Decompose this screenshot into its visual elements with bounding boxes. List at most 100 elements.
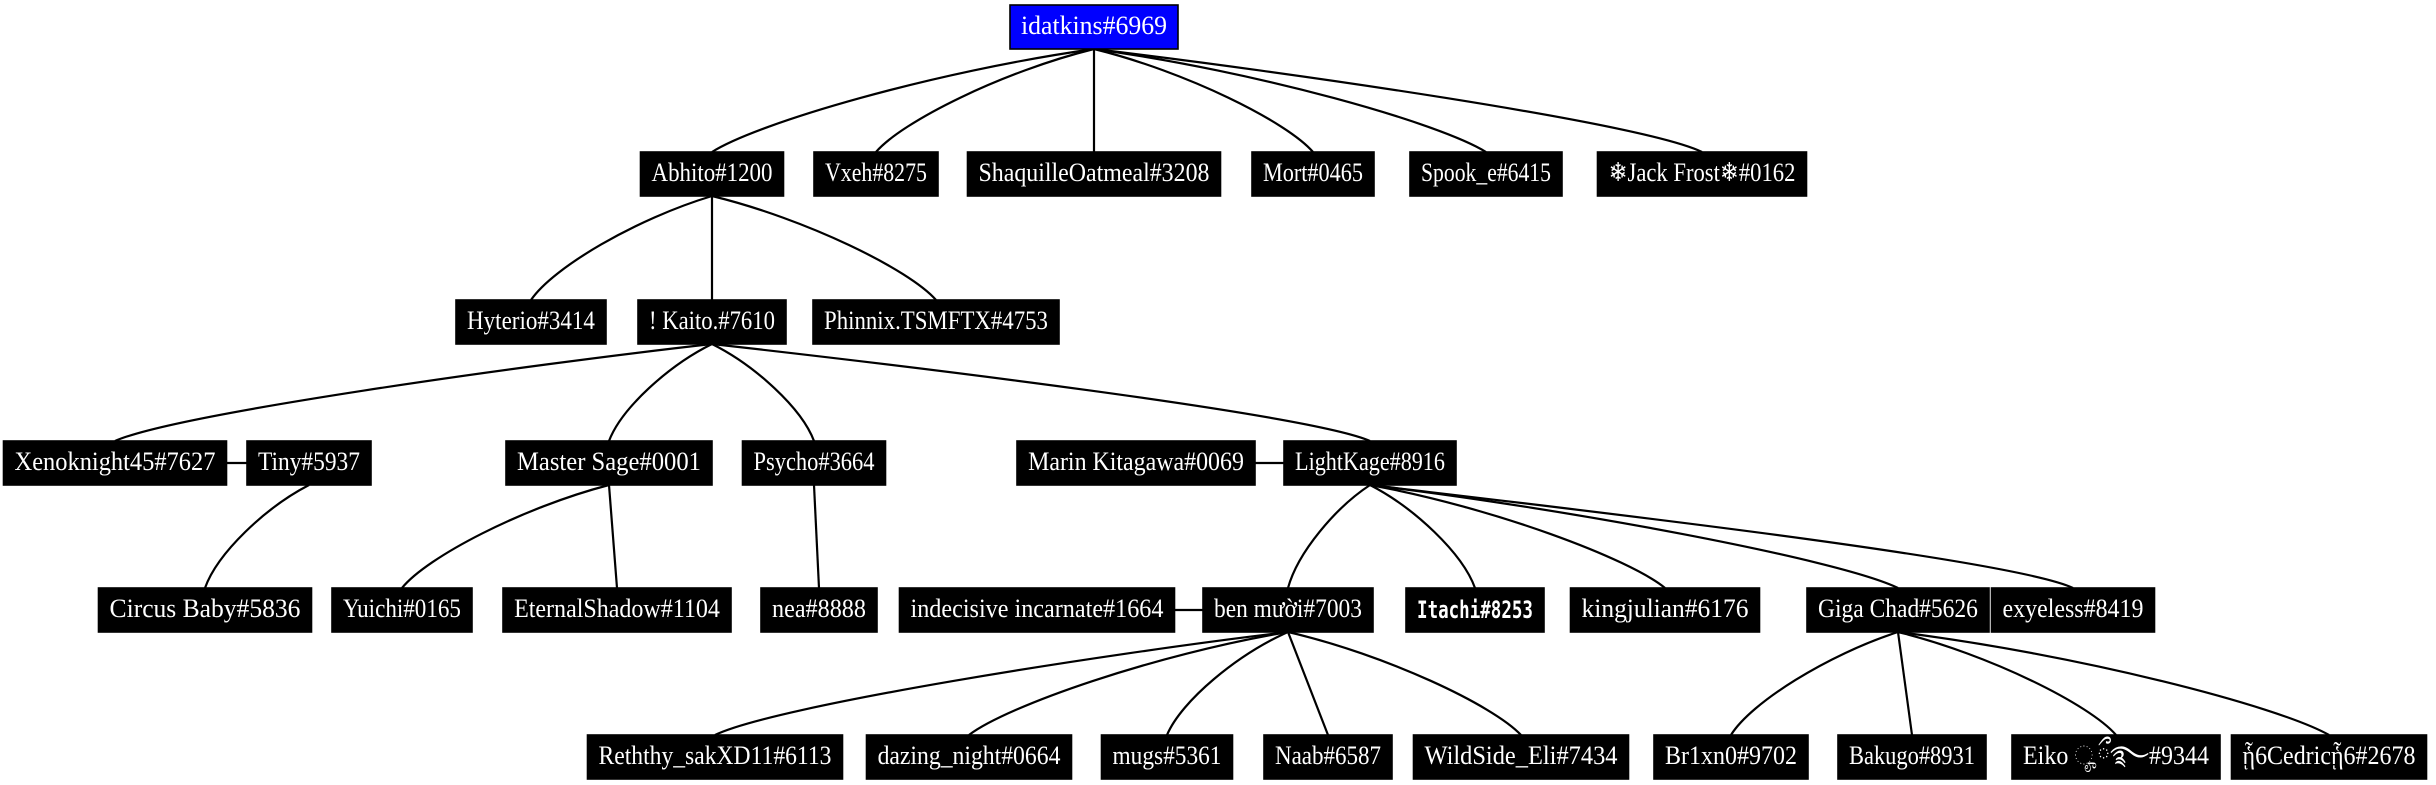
edge-lightkage-to-kingjulian [1369, 483, 1666, 589]
node-mastersage[interactable]: Master Sage#0001 [505, 440, 713, 486]
node-label-eternalshadow: EternalShadow#1104 [514, 595, 720, 623]
node-eternalshadow[interactable]: EternalShadow#1104 [502, 587, 732, 633]
edge-gigachad-to-bakugo [1896, 631, 1914, 736]
node-label-tiny: Tiny#5937 [258, 448, 360, 476]
node-yuichi[interactable]: Yuichi#0165 [331, 587, 473, 633]
node-label-yuichi: Yuichi#0165 [343, 595, 461, 624]
node-box-vxeh[interactable] [813, 151, 939, 197]
node-wildside[interactable]: WildSide_Eli#7434 [1412, 734, 1630, 780]
node-psycho[interactable]: Psycho#3664 [741, 440, 887, 486]
edge-idatkins-to-spook_e [1093, 47, 1487, 153]
node-benmuoi[interactable]: ben mười#7003 [1202, 587, 1374, 633]
node-box-gigachad[interactable] [1806, 587, 1990, 633]
node-label-xenoknight45: Xenoknight45#7627 [15, 448, 216, 476]
node-label-reththy: Reththy_sakXD11#6113 [599, 742, 832, 770]
node-kaito[interactable]: ! Kaito.#7610 [637, 299, 787, 345]
node-itachi[interactable]: Itachi#8253 [1405, 587, 1545, 633]
node-jackfrost[interactable]: ❄Jack Frost❄#0162 [1596, 151, 1808, 197]
edge-lightkage-to-benmuoi [1286, 484, 1371, 589]
node-box-mastersage[interactable] [505, 440, 713, 486]
node-dazing[interactable]: dazing_night#0664 [865, 734, 1073, 780]
node-naab[interactable]: Naab#6587 [1263, 734, 1393, 780]
node-label-kaito: ! Kaito.#7610 [649, 307, 775, 336]
node-box-spook_e[interactable] [1409, 151, 1563, 197]
node-box-cedric[interactable] [2230, 734, 2428, 780]
node-vxeh[interactable]: Vxeh#8275 [813, 151, 939, 197]
node-box-reththy[interactable] [586, 734, 844, 780]
node-box-benmuoi[interactable] [1202, 587, 1374, 633]
node-abhito[interactable]: Abhito#1200 [639, 151, 785, 197]
node-box-naab[interactable] [1263, 734, 1393, 780]
node-nea[interactable]: nea#8888 [760, 587, 878, 633]
node-box-lightkage[interactable] [1283, 440, 1457, 486]
node-label-mugs: mugs#5361 [1113, 742, 1222, 770]
node-spook_e[interactable]: Spook_e#6415 [1409, 151, 1563, 197]
node-br1xn0[interactable]: Br1xn0#9702 [1653, 734, 1809, 780]
node-lightkage[interactable]: LightKage#8916 [1283, 440, 1457, 486]
node-label-circusbaby: Circus Baby#5836 [110, 594, 301, 623]
node-box-wildside[interactable] [1412, 734, 1630, 780]
node-xenoknight45[interactable]: Xenoknight45#7627 [2, 440, 228, 486]
node-gigachad[interactable]: Giga Chad#5626 [1806, 587, 1990, 633]
edge-kaito-to-psycho [711, 343, 816, 442]
node-label-jackfrost: ❄Jack Frost❄#0162 [1609, 159, 1796, 188]
node-hyterio[interactable]: Hyterio#3414 [455, 299, 607, 345]
node-eiko[interactable]: Eiko ೄྀ࿐#9344 [2011, 734, 2221, 780]
edge-benmuoi-to-wildside [1287, 630, 1522, 736]
node-reththy[interactable]: Reththy_sakXD11#6113 [586, 734, 844, 780]
node-marin[interactable]: Marin Kitagawa#0069 [1016, 440, 1256, 486]
node-box-dazing[interactable] [865, 734, 1073, 780]
node-box-eiko[interactable] [2011, 734, 2221, 780]
edge-layer [114, 47, 2330, 736]
node-mugs[interactable]: mugs#5361 [1100, 734, 1234, 780]
node-box-bakugo[interactable] [1837, 734, 1987, 780]
node-box-tiny[interactable] [246, 440, 372, 486]
node-box-idatkins[interactable] [1009, 4, 1179, 50]
node-label-idatkins: idatkins#6969 [1021, 11, 1167, 40]
node-kingjulian[interactable]: kingjulian#6176 [1569, 587, 1761, 633]
node-cedric[interactable]: ᾗ6Cedricᾗ6#2678 [2230, 734, 2428, 780]
node-box-hyterio[interactable] [455, 299, 607, 345]
node-label-hyterio: Hyterio#3414 [467, 307, 595, 336]
node-label-benmuoi: ben mười#7003 [1214, 595, 1362, 623]
node-box-xenoknight45[interactable] [2, 440, 228, 486]
edge-gigachad-to-eiko [1897, 630, 2117, 736]
node-box-exyeless[interactable] [1990, 587, 2156, 633]
node-box-eternalshadow[interactable] [502, 587, 732, 633]
node-shaquille[interactable]: ShaquilleOatmeal#3208 [966, 151, 1222, 197]
node-label-phinnix: Phinnix.TSMFTX#4753 [824, 307, 1048, 336]
edge-kaito-to-mastersage [607, 343, 713, 442]
node-label-kingjulian: kingjulian#6176 [1582, 594, 1749, 623]
node-box-nea[interactable] [760, 587, 878, 633]
node-box-indecisive[interactable] [898, 587, 1176, 633]
edge-psycho-to-nea [812, 484, 821, 589]
node-exyeless[interactable]: exyeless#8419 [1990, 587, 2156, 633]
node-label-nea: nea#8888 [772, 595, 866, 623]
node-box-circusbaby[interactable] [97, 587, 313, 633]
node-box-abhito[interactable] [639, 151, 785, 197]
node-box-yuichi[interactable] [331, 587, 473, 633]
node-tiny[interactable]: Tiny#5937 [246, 440, 372, 486]
node-box-kaito[interactable] [637, 299, 787, 345]
node-label-dazing: dazing_night#0664 [878, 742, 1061, 770]
node-phinnix[interactable]: Phinnix.TSMFTX#4753 [812, 299, 1060, 345]
node-box-kingjulian[interactable] [1569, 587, 1761, 633]
node-bakugo[interactable]: Bakugo#8931 [1837, 734, 1987, 780]
node-label-gigachad: Giga Chad#5626 [1818, 595, 1978, 623]
edge-benmuoi-to-reththy [714, 630, 1289, 736]
node-circusbaby[interactable]: Circus Baby#5836 [97, 587, 313, 633]
node-box-phinnix[interactable] [812, 299, 1060, 345]
node-box-psycho[interactable] [741, 440, 887, 486]
node-box-mugs[interactable] [1100, 734, 1234, 780]
node-label-exyeless: exyeless#8419 [2003, 595, 2144, 623]
node-box-marin[interactable] [1016, 440, 1256, 486]
node-box-jackfrost[interactable] [1596, 151, 1808, 197]
node-box-br1xn0[interactable] [1653, 734, 1809, 780]
node-idatkins[interactable]: idatkins#6969 [1009, 4, 1179, 50]
node-box-itachi[interactable] [1405, 587, 1545, 633]
node-box-mort[interactable] [1251, 151, 1375, 197]
node-box-shaquille[interactable] [966, 151, 1222, 197]
node-indecisive[interactable]: indecisive incarnate#1664 [898, 587, 1176, 633]
node-mort[interactable]: Mort#0465 [1251, 151, 1375, 197]
